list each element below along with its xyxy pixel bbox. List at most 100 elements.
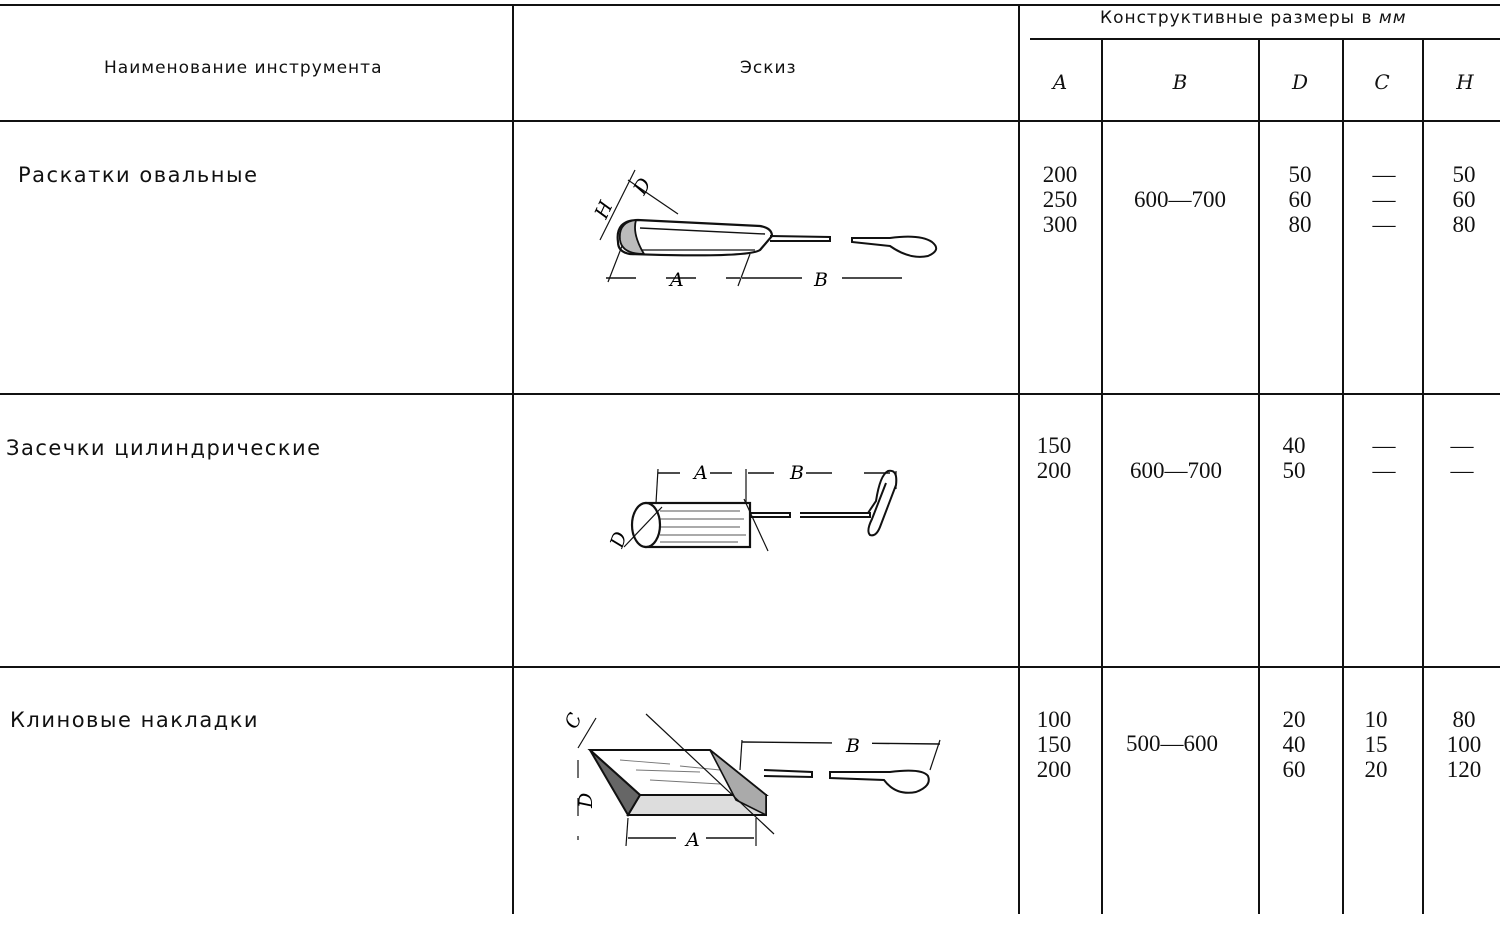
cylinder-handle bbox=[867, 469, 898, 537]
cylinder-hatch bbox=[660, 510, 746, 543]
wedge-left-side bbox=[589, 749, 642, 817]
cylinder-end bbox=[630, 501, 662, 549]
row-1-c-3: — bbox=[1372, 212, 1396, 237]
row-1-c-2: — bbox=[1372, 187, 1396, 212]
row-1-a-3: 300 bbox=[1042, 212, 1078, 237]
wedge-rod-end bbox=[829, 769, 930, 794]
row-3-c-1: 10 bbox=[1364, 707, 1388, 732]
row-3-c-3: 20 bbox=[1364, 757, 1388, 782]
row-2-a-2: 200 bbox=[1036, 458, 1072, 483]
cylinder-rod-2 bbox=[800, 512, 871, 518]
header-col-c: C bbox=[1374, 70, 1390, 94]
row-1-a-1: 200 bbox=[1042, 162, 1078, 187]
wedge-top-hatch bbox=[619, 759, 721, 785]
row-1-name: Раскатки овальные bbox=[18, 163, 259, 187]
col-rule-c bbox=[1422, 38, 1424, 914]
col-rule-b bbox=[1258, 38, 1260, 914]
row-1-d-3: 80 bbox=[1288, 212, 1312, 237]
row-3-d-2: 40 bbox=[1282, 732, 1306, 757]
dim-b-ext bbox=[739, 739, 743, 771]
label-b: B bbox=[813, 269, 828, 291]
row-3-a-2: 150 bbox=[1036, 732, 1072, 757]
row-3-h-2: 100 bbox=[1446, 732, 1482, 757]
row-1-b: 600—700 bbox=[1134, 187, 1226, 212]
row-2-c: — — bbox=[1344, 433, 1424, 483]
label-a: A bbox=[684, 829, 700, 851]
dim-b-ext bbox=[737, 253, 751, 287]
row-3-h-3: 120 bbox=[1446, 757, 1482, 782]
row-2-d-1: 40 bbox=[1282, 433, 1306, 458]
cylinder-rod bbox=[750, 512, 791, 518]
dim-a-ext bbox=[655, 468, 659, 504]
row-3-d-3: 60 bbox=[1282, 757, 1306, 782]
row-3-d-1: 20 bbox=[1282, 707, 1306, 732]
label-d: D bbox=[575, 793, 597, 809]
row-2-c-2: — bbox=[1372, 458, 1396, 483]
top-rule bbox=[0, 4, 1500, 6]
label-c: C bbox=[561, 709, 587, 732]
row-2-d: 40 50 bbox=[1254, 433, 1334, 483]
dim-diag-line bbox=[645, 713, 775, 835]
header-col-b: B bbox=[1172, 70, 1188, 94]
row-3-h: 80 100 120 bbox=[1424, 707, 1500, 782]
oval-roller-edge bbox=[639, 227, 766, 235]
row-2-b: 600—700 bbox=[1130, 458, 1222, 483]
header-sketch: Эскиз bbox=[740, 58, 797, 78]
row-1-c: — — — bbox=[1344, 162, 1424, 237]
wedge-rod bbox=[763, 769, 813, 779]
row-2-d-2: 50 bbox=[1282, 458, 1306, 483]
row-1-h-1: 50 bbox=[1452, 162, 1476, 187]
row-2-a: 150 200 bbox=[1014, 433, 1094, 483]
label-a: A bbox=[692, 462, 708, 484]
header-dims-unit: мм bbox=[1378, 8, 1407, 28]
row-3-c-2: 15 bbox=[1364, 732, 1388, 757]
row-1-h-3: 80 bbox=[1452, 212, 1476, 237]
label-d: D bbox=[606, 529, 632, 552]
row-3-h-1: 80 bbox=[1452, 707, 1476, 732]
row-3-b: 500—600 bbox=[1126, 731, 1218, 756]
row-2-h-1: — bbox=[1450, 433, 1474, 458]
header-col-a: A bbox=[1052, 70, 1068, 94]
row-1-a: 200 250 300 bbox=[1020, 162, 1100, 237]
dim-a-ext bbox=[607, 245, 623, 283]
row-1-h-2: 60 bbox=[1452, 187, 1476, 212]
dim-c-line bbox=[577, 717, 597, 749]
row-3-name: Клиновые накладки bbox=[10, 708, 260, 732]
wedge-right-side bbox=[709, 749, 767, 817]
row-1-d-2: 60 bbox=[1288, 187, 1312, 212]
sketch-oval-roller: H D A B bbox=[590, 169, 938, 291]
label-a: A bbox=[668, 269, 684, 291]
dim-b-line bbox=[741, 741, 941, 745]
oval-roller-rod-end bbox=[851, 235, 938, 258]
row-3-a: 100 150 200 bbox=[1014, 707, 1094, 782]
col-rule-name bbox=[512, 4, 514, 914]
row-2-name: Засечки цилиндрические bbox=[6, 436, 322, 460]
row-1-h: 50 60 80 bbox=[1424, 162, 1500, 237]
row-2-h: — — bbox=[1422, 433, 1500, 483]
dims-group-rule bbox=[1030, 38, 1500, 40]
dim-d-line bbox=[627, 179, 679, 215]
dim-cross bbox=[743, 498, 769, 552]
sketch-cylindrical-notch: A B D bbox=[606, 462, 898, 552]
col-rule-sketch bbox=[1018, 4, 1020, 914]
header-dims-group: Конструктивные размеры в мм bbox=[1100, 8, 1407, 28]
row-1-c-1: — bbox=[1372, 162, 1396, 187]
dim-a-ext-left bbox=[625, 817, 629, 847]
row-rule-1 bbox=[0, 393, 1500, 395]
oval-roller-end-face bbox=[618, 218, 646, 255]
row-2-h-2: — bbox=[1450, 458, 1474, 483]
oval-roller-rod bbox=[769, 235, 831, 242]
row-3-d: 20 40 60 bbox=[1254, 707, 1334, 782]
dim-d-line bbox=[623, 506, 663, 548]
row-1-d-1: 50 bbox=[1288, 162, 1312, 187]
header-bottom-rule bbox=[0, 120, 1500, 122]
col-rule-a bbox=[1101, 38, 1103, 914]
header-col-h: H bbox=[1456, 70, 1474, 94]
sketch-wedge-plate: C D A B bbox=[561, 709, 941, 851]
dim-h-line bbox=[599, 169, 636, 241]
header-col-d: D bbox=[1291, 70, 1309, 94]
row-1-d: 50 60 80 bbox=[1260, 162, 1340, 237]
cylinder-body bbox=[644, 501, 752, 549]
label-h: H bbox=[590, 197, 618, 223]
